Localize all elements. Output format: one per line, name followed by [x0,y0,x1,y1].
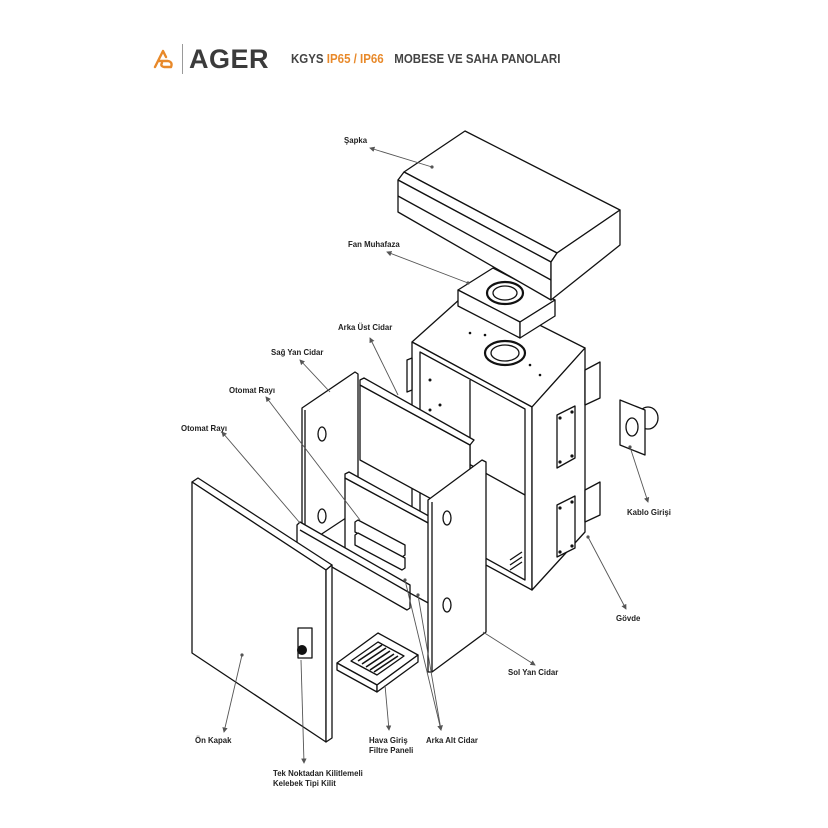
title-ip-rating: IP65 / IP66 [326,52,384,66]
page-title: KGYS IP65 / IP66 MOBESE VE SAHA PANOLARI [291,52,560,66]
leader-fan-muhafaza [386,251,469,284]
leader-hava-giris [384,684,392,731]
label-arka-alt-cidar: Arka Alt Cidar [426,735,478,745]
sapka-part [397,130,621,301]
leader-arka-alt-cidar [404,579,443,731]
kelebek-kilit-part [297,645,307,655]
leader-sapka [369,146,433,168]
filter-slits [357,644,399,673]
on-kapak-part [191,477,333,743]
leader-otomat-rayi-2 [221,431,301,524]
label-arka-ust-cidar: Arka Üst Cidar [338,322,393,332]
hava-giris-filtre-paneli-part [336,632,419,693]
sol-yan-cidar-part [427,459,487,673]
label-hava-giris-line1: Hava Giriş [369,735,408,745]
otomat-rayi-rails [296,519,411,611]
label-kilit-line1: Tek Noktadan Kilitlemeli [273,768,363,778]
title-prefix: KGYS [291,52,324,66]
label-sapka: Şapka [344,135,368,145]
leader-govde [587,536,627,610]
label-kilit-line2: Kelebek Tipi Kilit [273,778,336,788]
leader-on-kapak [222,654,243,733]
leader-otomat-rayi-1 [265,396,361,521]
label-on-kapak: Ön Kapak [195,735,232,745]
label-fan-muhafaza: Fan Muhafaza [348,239,400,249]
leader-sol-yan-cidar [482,631,536,666]
label-otomat-rayi-1: Otomat Rayı [229,385,276,395]
label-sol-yan-cidar: Sol Yan Cidar [508,667,559,677]
leader-sag-yan-cidar [299,359,331,393]
fan-muhafaza-part [457,267,556,339]
arka-ust-cidar-part [359,377,475,521]
leader-arka-ust-cidar [369,337,399,396]
brand-name: AGER [189,43,270,74]
kablo-girisi-part [619,399,659,456]
logo-divider [182,44,183,74]
leader-kablo-girisi [629,446,650,503]
ager-logo-icon [153,49,173,69]
label-otomat-rayi-2: Otomat Rayı [181,423,228,433]
header: AGER KGYS IP65 / IP66 MOBESE VE SAHA PAN… [152,42,584,76]
label-sag-yan-cidar: Sağ Yan Cidar [271,347,324,357]
label-govde: Gövde [616,613,641,623]
leader-kilit [300,659,307,764]
label-hava-giris-line2: Filtre Paneli [369,745,414,755]
label-kablo-girisi: Kablo Girişi [627,507,671,517]
title-suffix: MOBESE VE SAHA PANOLARI [394,52,561,66]
